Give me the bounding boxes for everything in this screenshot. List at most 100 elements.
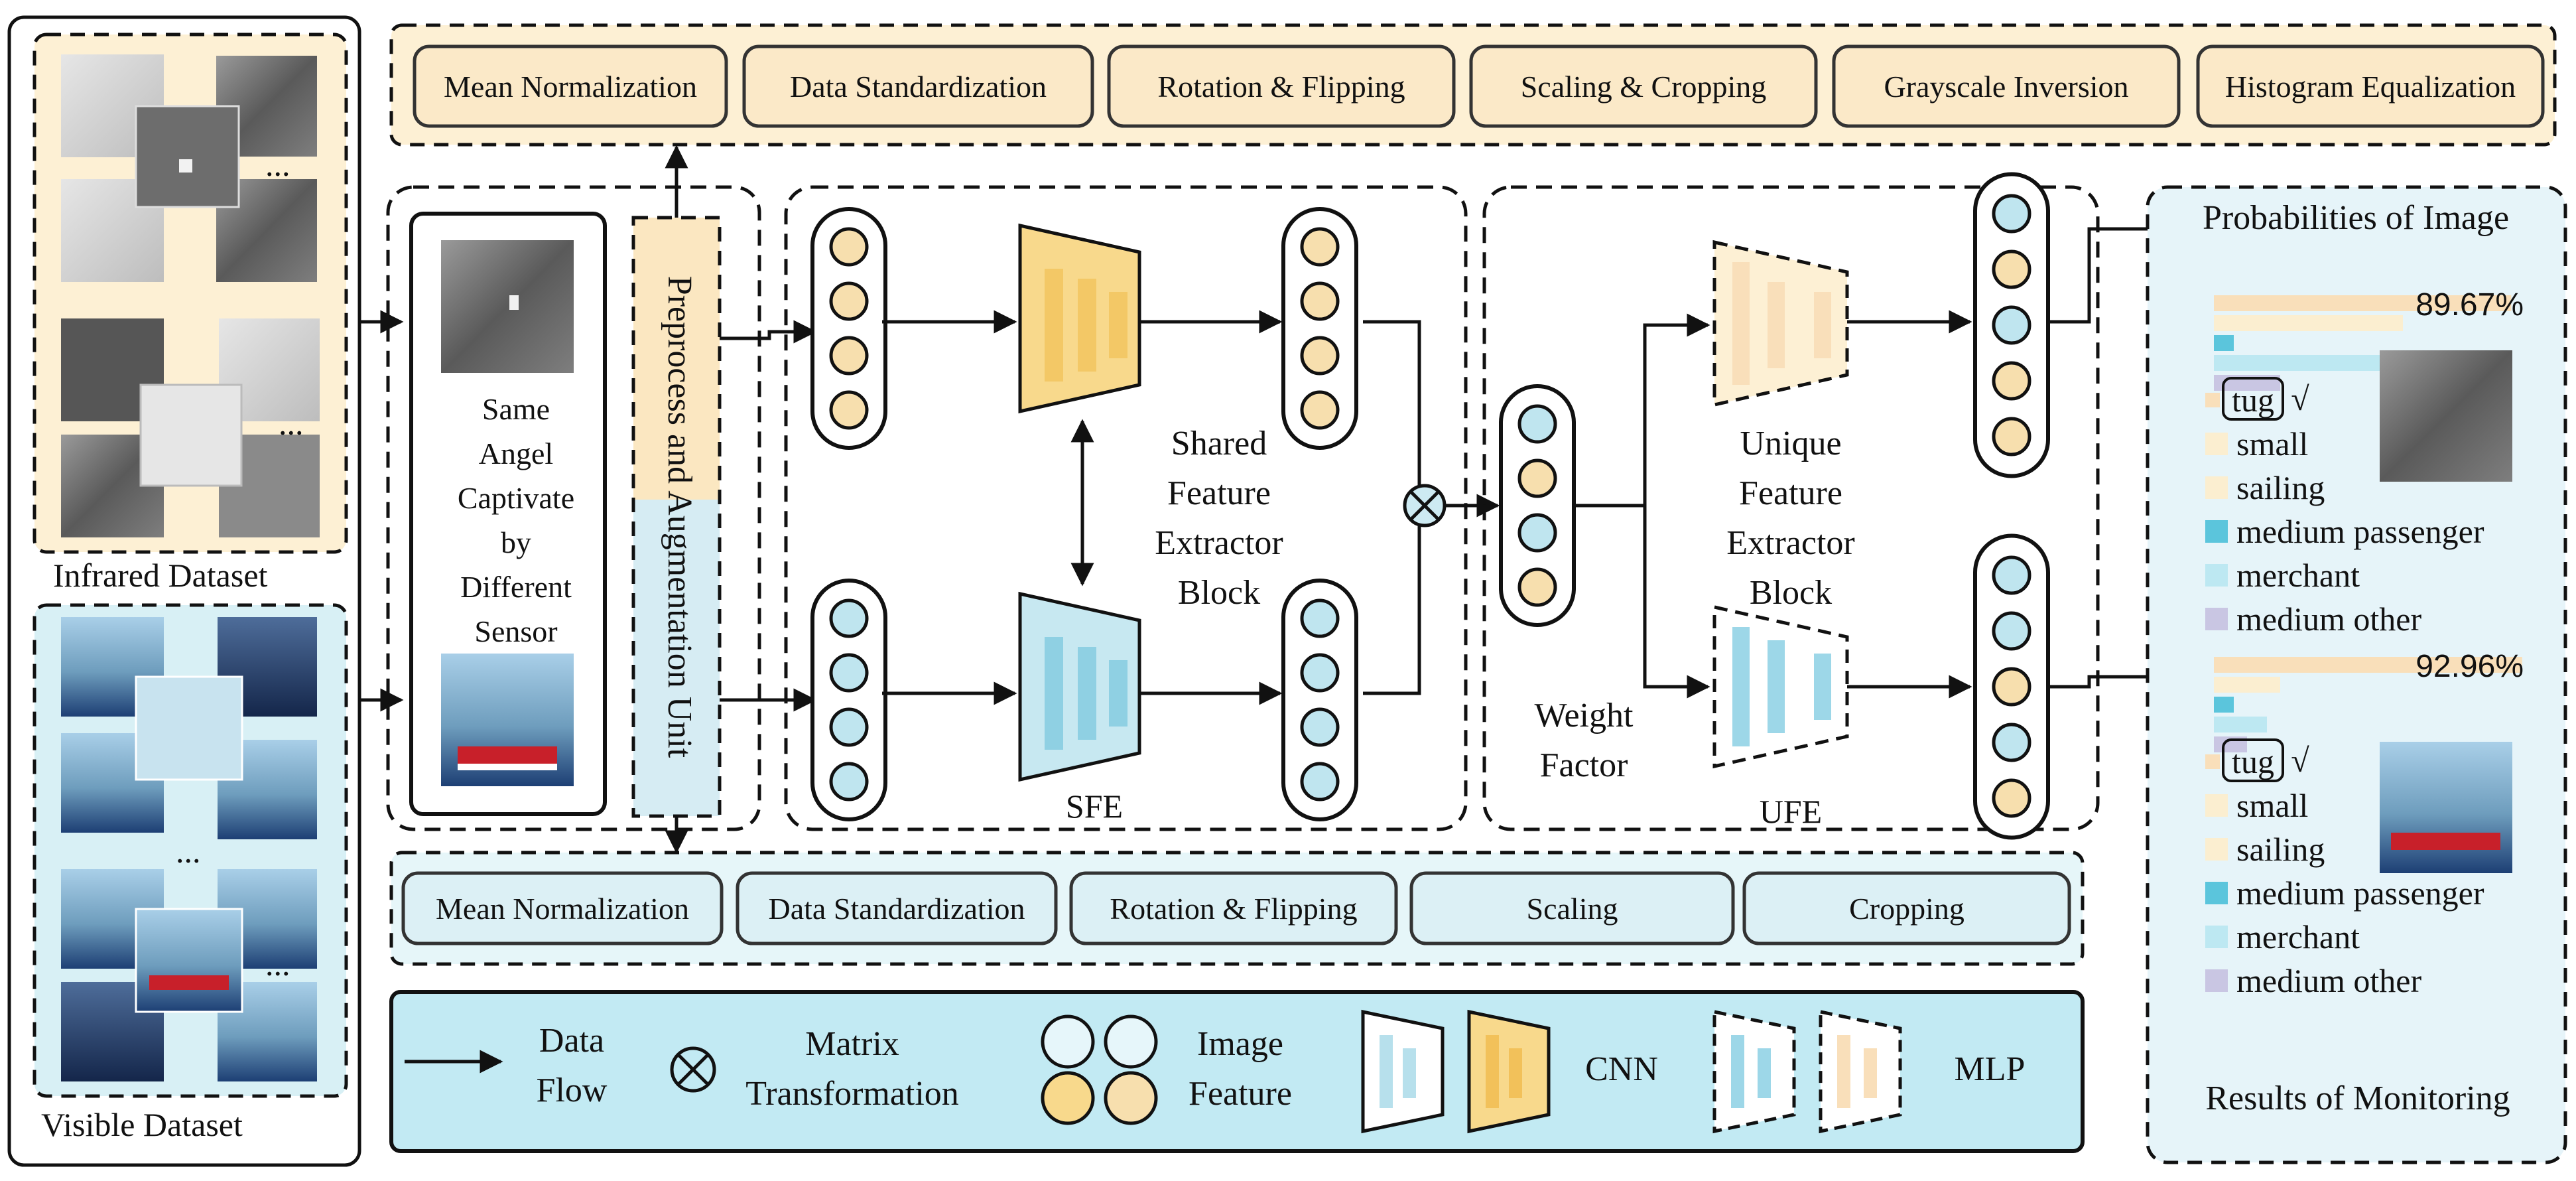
feature-node bbox=[1992, 417, 2031, 456]
feature-node bbox=[829, 653, 869, 693]
sample-text-line: Sensor bbox=[474, 614, 557, 648]
legend-mlp-layer bbox=[1837, 1035, 1850, 1108]
class-swatch bbox=[2205, 838, 2228, 861]
feature-node bbox=[1300, 762, 1340, 801]
legend-cnn-layer bbox=[1509, 1048, 1522, 1098]
class-swatch bbox=[2205, 520, 2228, 543]
preprocess-unit-label: Preprocess and Augmentation Unit bbox=[661, 276, 698, 758]
sample-visible-hull bbox=[458, 746, 557, 764]
weight-factor-line: Factor bbox=[1540, 746, 1628, 784]
visible-ellipsis-middle: ... bbox=[176, 833, 201, 870]
class-label: small bbox=[2236, 425, 2308, 462]
probability-bar bbox=[2214, 295, 2512, 311]
legend-flow-line: Flow bbox=[537, 1072, 608, 1109]
results-footer: Results of Monitoring bbox=[2205, 1079, 2510, 1117]
mlp-layer bbox=[1732, 627, 1750, 746]
legend-cnn-layer bbox=[1380, 1035, 1393, 1108]
legend-feature-line: Feature bbox=[1189, 1075, 1292, 1113]
predicted-class: tug bbox=[2232, 743, 2274, 780]
probability-bar bbox=[2214, 355, 2396, 371]
class-label: sailing bbox=[2236, 831, 2325, 868]
feature-node bbox=[1992, 667, 2031, 707]
sample-text-line: Different bbox=[460, 570, 572, 604]
legend-feature-line: Image bbox=[1197, 1025, 1283, 1063]
legend-mlp-label: MLP bbox=[1955, 1050, 2026, 1088]
legend-matrix-line: Transformation bbox=[745, 1075, 959, 1113]
check-mark-icon: √ bbox=[2291, 380, 2309, 417]
infrared-ellipsis-top: ... bbox=[265, 146, 290, 183]
matrix-transform-cross bbox=[1409, 490, 1440, 521]
ufe-dashed-frame bbox=[1482, 185, 2100, 831]
mlp-layer bbox=[1814, 292, 1831, 358]
augmentation-option[interactable] bbox=[1742, 871, 2071, 945]
feature-node bbox=[1992, 723, 2031, 762]
top-probability: 92.96% bbox=[2415, 649, 2524, 684]
augmentation-option[interactable] bbox=[1069, 871, 1398, 945]
mlp-layer bbox=[1814, 654, 1831, 720]
cnn-layer bbox=[1078, 279, 1096, 372]
infrared-hotspot bbox=[179, 159, 192, 173]
feature-node bbox=[829, 390, 869, 430]
augmentation-option[interactable] bbox=[742, 44, 1094, 128]
fusion-line-top bbox=[1363, 320, 1421, 491]
mlp-layer bbox=[1732, 262, 1750, 385]
cnn-layer bbox=[1078, 647, 1096, 740]
class-label: small bbox=[2236, 787, 2308, 824]
feature-node bbox=[1992, 611, 2031, 651]
augmentation-option[interactable] bbox=[2196, 44, 2545, 128]
infrared-dataset-box[interactable] bbox=[32, 33, 348, 554]
augmentation-option[interactable] bbox=[401, 871, 724, 945]
augmentation-label: Rotation & Flipping bbox=[1157, 70, 1405, 104]
augmentation-option[interactable] bbox=[1832, 44, 2181, 128]
augmentation-option[interactable] bbox=[1409, 871, 1735, 945]
augmentation-option[interactable] bbox=[1469, 44, 1818, 128]
feature-node bbox=[1992, 249, 2031, 289]
class-swatch bbox=[2205, 926, 2228, 948]
top-probability: 89.67% bbox=[2415, 287, 2524, 322]
arrow-preprocess-to-sfe-top bbox=[720, 320, 817, 344]
result-visible-hull bbox=[2391, 833, 2500, 850]
class-swatch bbox=[2205, 754, 2220, 769]
cnn-layer bbox=[1109, 660, 1127, 727]
legend-mlp-layer bbox=[1758, 1048, 1771, 1098]
sfe-block-line: Shared bbox=[1171, 425, 1267, 462]
ufe-block-line: Unique bbox=[1740, 425, 1841, 462]
feature-column bbox=[810, 579, 887, 821]
matrix-transform-node bbox=[1403, 484, 1447, 527]
probability-bar bbox=[2214, 717, 2267, 732]
sample-infrared-image bbox=[441, 240, 574, 373]
class-swatch bbox=[2205, 564, 2228, 587]
feature-node bbox=[1992, 778, 2031, 818]
visible-dataset-box[interactable] bbox=[32, 603, 348, 1098]
feature-node bbox=[1992, 555, 2031, 595]
augmentation-option[interactable] bbox=[413, 44, 728, 128]
augmentation-label: Mean Normalization bbox=[444, 70, 697, 104]
fusion-line-bottom bbox=[1363, 524, 1421, 695]
sample-text-line: by bbox=[501, 525, 531, 559]
augmentation-label: Grayscale Inversion bbox=[1884, 70, 2128, 104]
legend-frame bbox=[389, 990, 2085, 1153]
sfe-block-line: Feature bbox=[1167, 474, 1271, 512]
augmentation-option[interactable] bbox=[736, 871, 1058, 945]
arrow-ufe-top-in bbox=[1643, 313, 1710, 506]
ufe-label: UFE bbox=[1760, 793, 1822, 830]
feature-node bbox=[829, 281, 869, 321]
legend-feature-icon bbox=[1041, 1071, 1095, 1125]
result-infrared-image bbox=[2380, 350, 2512, 482]
class-swatch bbox=[2205, 433, 2228, 455]
augmentation-option[interactable] bbox=[1107, 44, 1456, 128]
infrared-thumbnails: ... ... bbox=[61, 54, 320, 537]
augmentation-label: Data Standardization bbox=[768, 892, 1025, 926]
predicted-class: tug bbox=[2232, 382, 2274, 419]
cnn-layer bbox=[1109, 292, 1127, 358]
ufe-block-line: Extractor bbox=[1726, 524, 1854, 562]
class-label: merchant bbox=[2236, 557, 2360, 594]
feature-node bbox=[1300, 707, 1340, 747]
